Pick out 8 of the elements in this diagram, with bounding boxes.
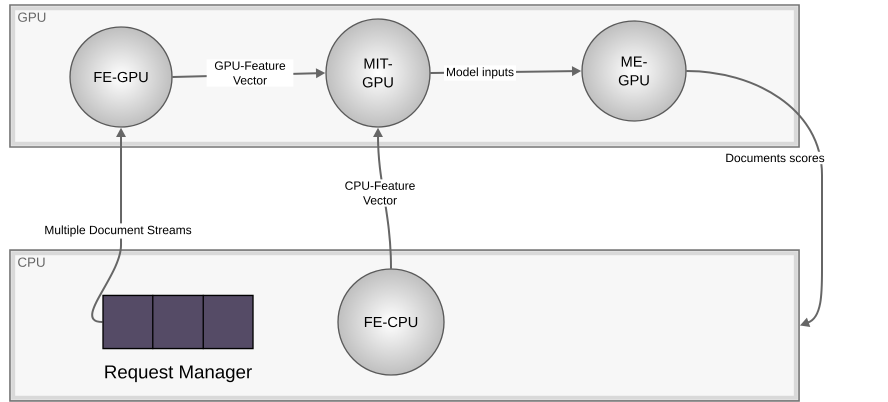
arrow: [686, 70, 823, 327]
edge-label: Documents scores: [723, 152, 827, 164]
edge-label: Model inputs: [444, 65, 516, 81]
edge-label: CPU-Feature Vector: [336, 179, 424, 207]
edge-label: Multiple Document Streams: [42, 223, 194, 239]
edge-label: GPU-Feature Vector: [206, 59, 294, 87]
queue: Request Manager: [102, 294, 254, 382]
node-label: Request Manager: [105, 365, 252, 382]
